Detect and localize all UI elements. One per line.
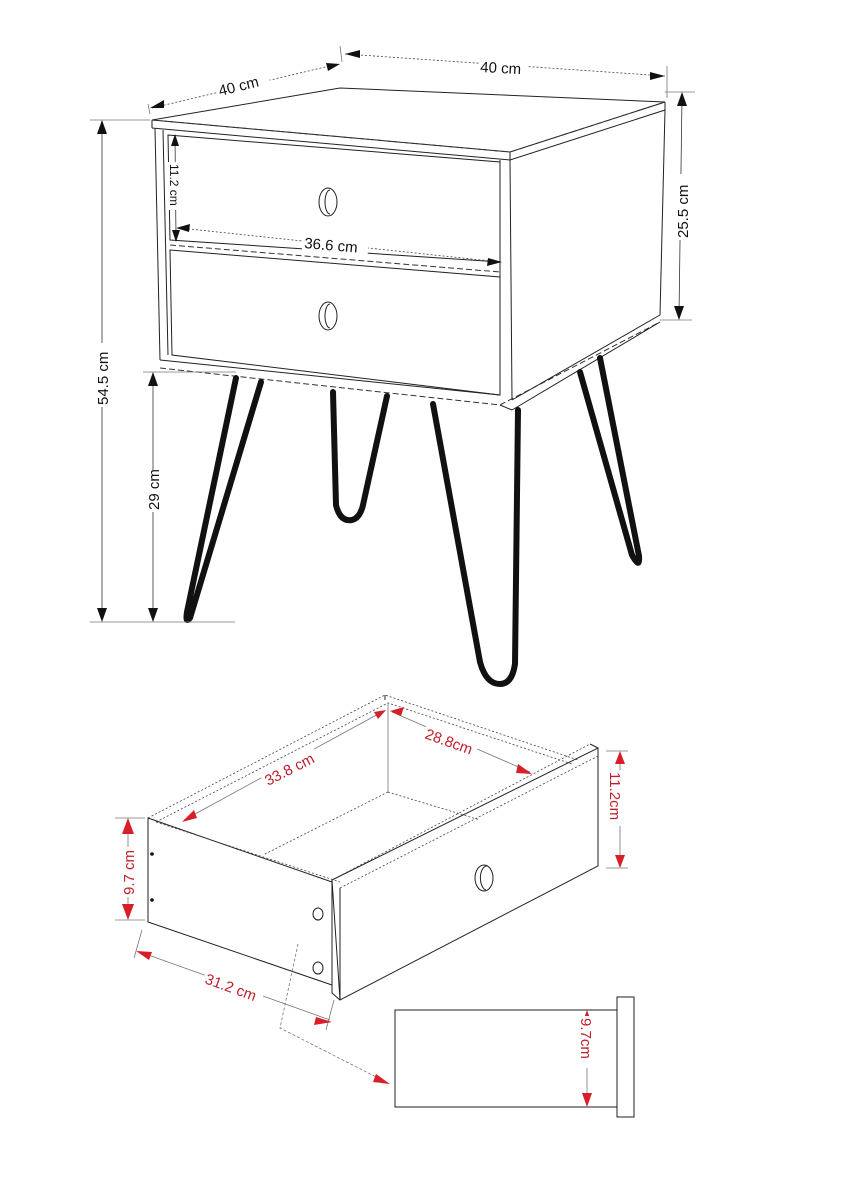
cabinet-right-front-edge xyxy=(509,159,513,401)
drawer-bottom xyxy=(169,249,501,396)
drawer-handle-hole xyxy=(474,864,494,892)
drawer-bottom-handle-hole xyxy=(318,301,338,331)
label-depth: 40 cm xyxy=(217,74,261,100)
leg-front-left xyxy=(183,375,264,623)
leg-front-right xyxy=(430,401,521,687)
drawer-side-panel xyxy=(147,817,333,986)
drawer-dimensions xyxy=(115,707,635,1118)
label-body-height: 25.5 cm xyxy=(675,185,692,238)
label-drawer-side-height: 9.7 cm xyxy=(121,850,138,895)
label-drawer-inner-length: 33.8 cm xyxy=(262,750,317,789)
drawer-top-handle-hole xyxy=(318,187,338,217)
label-total-height: 54.5 cm xyxy=(95,352,112,405)
label-drawer-section-height: 9.7cm xyxy=(577,1018,594,1059)
drawer-front-panel xyxy=(331,747,599,1001)
label-drawer-front-height: 11.2cm xyxy=(606,772,623,820)
label-drawer-front-width: 36.6 cm xyxy=(304,235,359,257)
label-drawer-front-height: 11.2 cm xyxy=(167,164,181,206)
leg-back-right xyxy=(577,355,643,566)
cabinet-dimensions xyxy=(90,45,695,623)
label-width: 40 cm xyxy=(480,59,522,78)
cabinet-back-edge xyxy=(659,109,666,316)
leg-back-left xyxy=(330,389,390,524)
cabinet-left-side xyxy=(154,127,161,361)
cabinet-drawing xyxy=(151,87,666,687)
labels: 40 cm 40 cm 54.5 cm 29 cm 25.5 cm 11.2 c… xyxy=(94,58,692,1068)
hairpin-legs xyxy=(183,355,643,687)
label-drawer-inner-width: 28.8cm xyxy=(423,726,475,759)
label-leg-height: 29 cm xyxy=(146,469,163,510)
drawer-drawing xyxy=(147,694,599,1001)
label-drawer-side-length: 31.2 cm xyxy=(203,971,259,1005)
